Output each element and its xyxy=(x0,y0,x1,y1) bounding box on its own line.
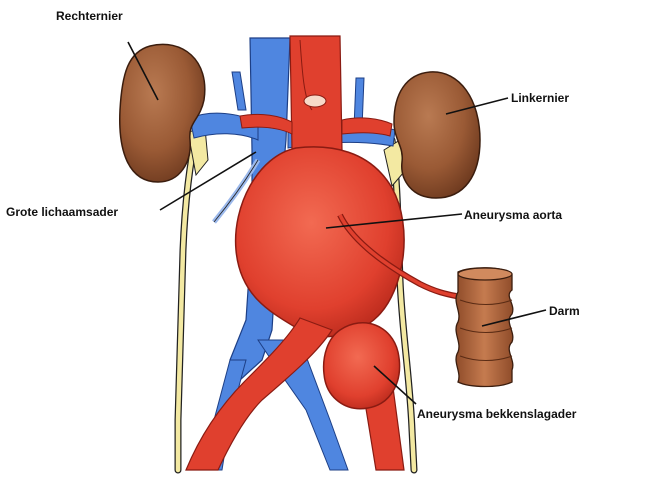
intestine xyxy=(455,267,514,388)
leader-lines xyxy=(127,41,547,405)
iliac-aneurysm xyxy=(322,322,401,410)
ureter-right xyxy=(174,121,209,474)
leader-vena-cava xyxy=(159,151,257,211)
leader-left-kidney xyxy=(445,97,509,115)
label-vena-cava: Grote lichaamsader xyxy=(6,205,119,219)
label-right-kidney: Rechternier xyxy=(56,9,123,23)
label-aortic-aneurysm: Aneurysma aorta xyxy=(464,208,563,222)
leader-intestine xyxy=(481,309,547,327)
leader-aorta-aneurysm xyxy=(325,213,463,229)
left-kidney xyxy=(393,71,481,199)
label-intestine: Darm xyxy=(549,304,580,318)
label-iliac-aneurysm: Aneurysma bekkenslagader xyxy=(417,407,577,421)
aortic-aneurysm xyxy=(185,146,457,471)
ureter-left xyxy=(383,136,418,474)
label-left-kidney: Linkernier xyxy=(511,91,570,105)
right-kidney xyxy=(119,43,206,183)
leader-iliac-aneurysm xyxy=(373,365,417,405)
aorta xyxy=(239,35,393,151)
leader-right-kidney xyxy=(127,41,159,101)
